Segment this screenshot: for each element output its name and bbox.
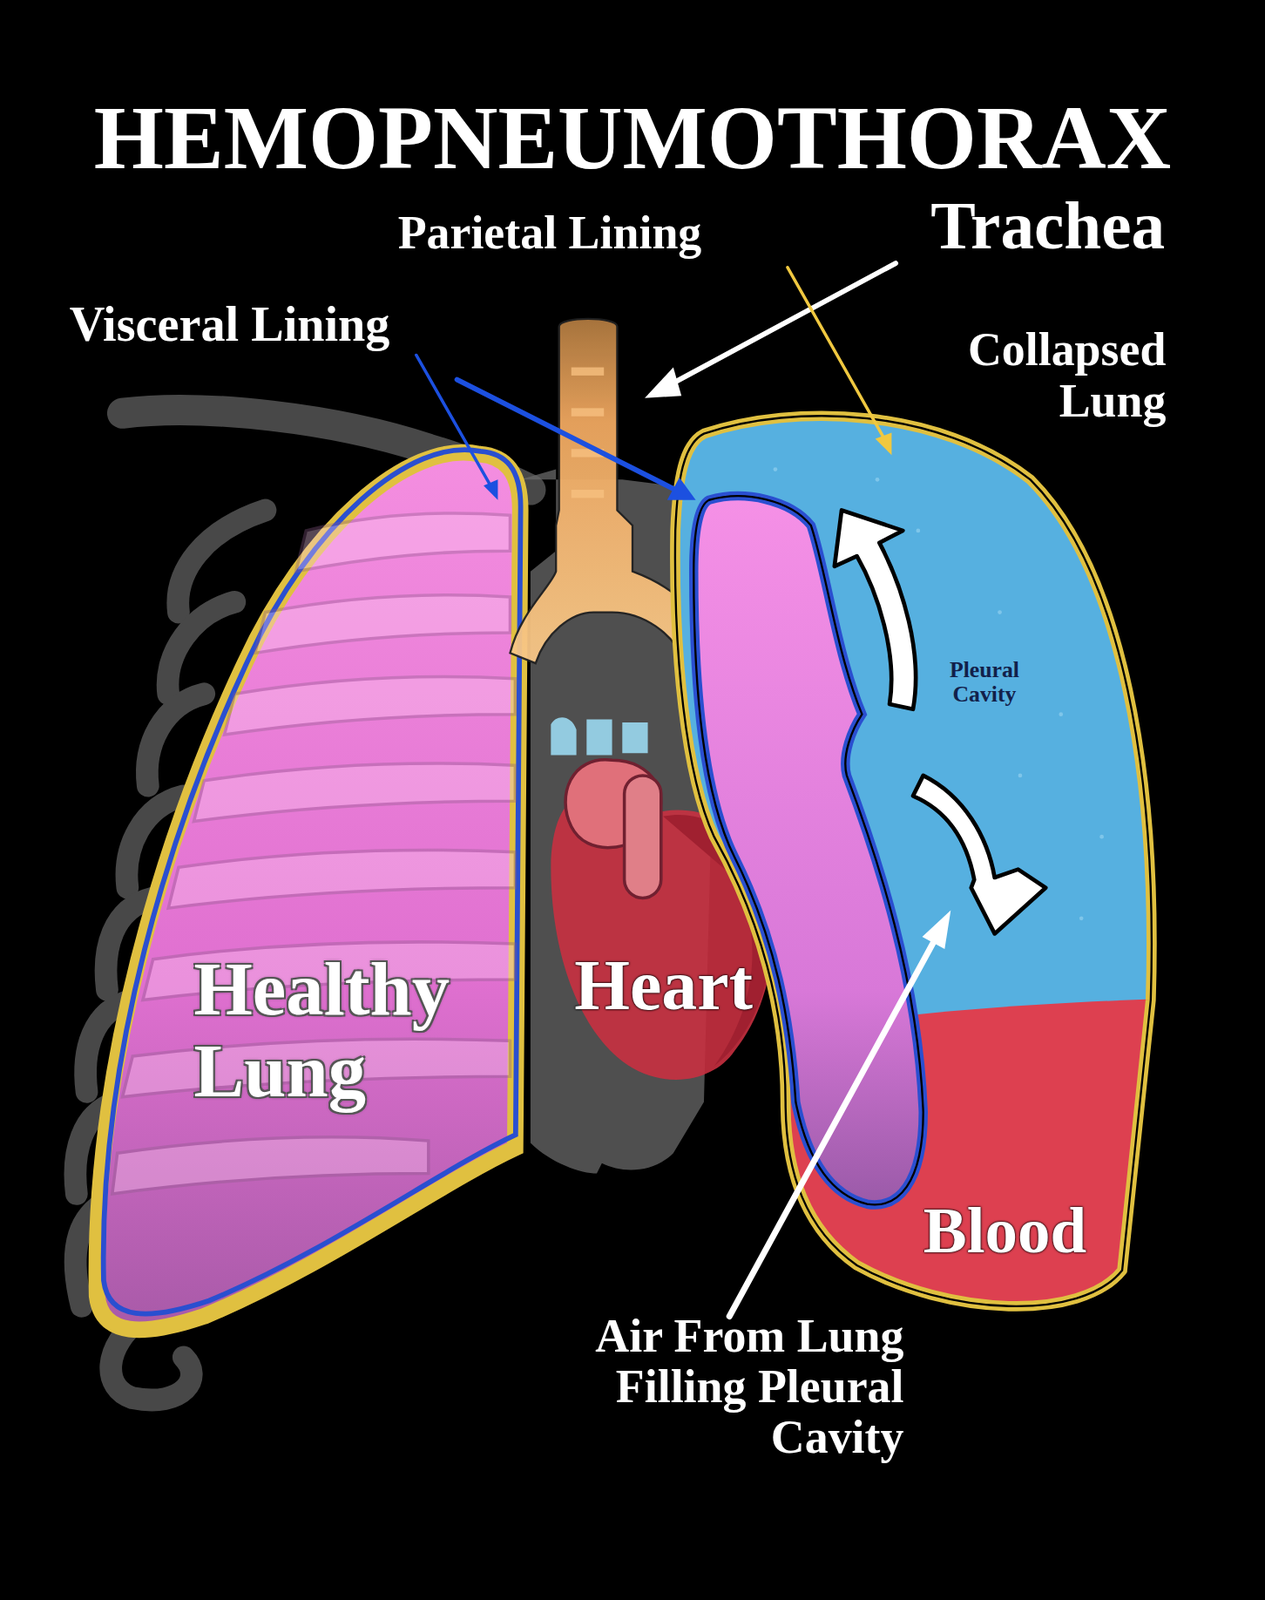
diagram-title: HEMOPNEUMOTHORAX — [71, 89, 1194, 187]
healthy-lung-label: Healthy Lung — [193, 948, 521, 1112]
trachea-label: Trachea — [879, 189, 1165, 263]
heart-label: Heart — [574, 947, 809, 1025]
parietal-lining-label: Parietal Lining — [398, 207, 797, 258]
air-filling-cavity-label: Air From Lung Filling Pleural Cavity — [495, 1310, 904, 1462]
blood-label: Blood — [923, 1195, 1128, 1266]
collapsed-lung-label: Collapsed Lung — [911, 324, 1167, 426]
pleural-cavity-label: Pleural Cavity — [928, 657, 1042, 707]
visceral-lining-label: Visceral Lining — [69, 297, 478, 352]
